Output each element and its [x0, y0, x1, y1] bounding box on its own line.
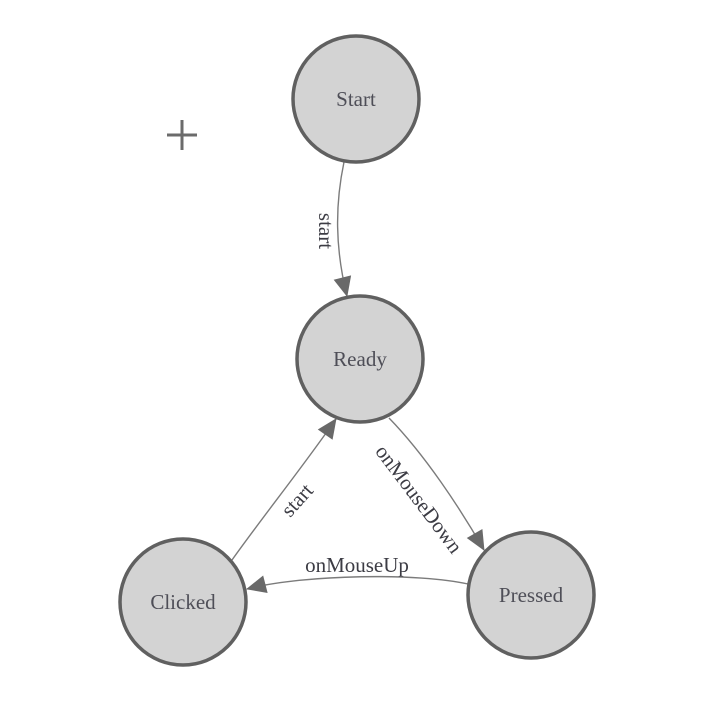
transition-ready-to-pressed[interactable] — [388, 417, 485, 551]
state-label-clicked: Clicked — [150, 590, 216, 614]
state-node-pressed[interactable] — [466, 530, 596, 660]
state-node-start-state[interactable] — [291, 34, 421, 164]
state-node-ready[interactable] — [295, 294, 425, 424]
state-label-start-state: Start — [336, 87, 376, 111]
transition-start-state-to-ready[interactable] — [333, 161, 352, 297]
state-node-clicked[interactable] — [118, 537, 248, 667]
state-label-ready: Ready — [333, 347, 387, 371]
transition-clicked-to-ready[interactable] — [231, 418, 337, 561]
state-label-pressed: Pressed — [499, 583, 564, 607]
transition-label-clicked-to-ready: start — [276, 478, 318, 521]
transition-label-pressed-to-clicked: onMouseUp — [305, 553, 409, 577]
crosshair-cursor — [167, 120, 197, 150]
transition-pressed-to-clicked[interactable] — [246, 575, 469, 593]
transition-label-start-state-to-ready: start — [314, 213, 338, 249]
